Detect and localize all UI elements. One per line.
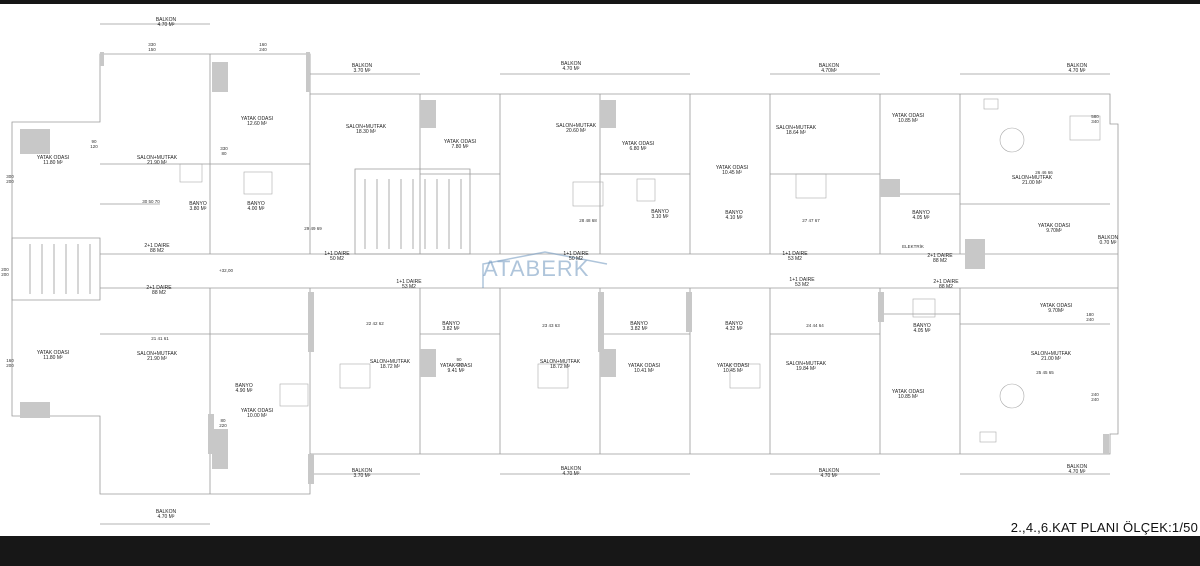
dimension-note: 80 220: [219, 418, 227, 428]
dimension-note: 200 200: [1, 267, 9, 277]
watermark-text: ATABERK: [483, 256, 590, 281]
dimension-note: 27 47 67: [802, 218, 820, 223]
dimension-note: 29 49 69: [304, 226, 322, 231]
dimension-note: 180 240: [1086, 312, 1094, 322]
dimension-note: 28 48 68: [579, 218, 597, 223]
plan-title: 2.,4.,6.KAT PLANI ÖLÇEK:1/50: [1010, 520, 1198, 535]
dimension-note: 160 240: [259, 42, 267, 52]
dimension-note: 23 43 63: [542, 323, 560, 328]
dimension-note: 24 44 64: [806, 323, 824, 328]
watermark-roof-icon: [482, 251, 608, 288]
dimension-note: 26 46 66: [1035, 170, 1053, 175]
building-outline: [11, 23, 1119, 525]
dimension-note: 90 120: [90, 139, 98, 149]
dimension-note: 90 220: [455, 357, 463, 367]
dimension-note: 21 41 61: [151, 336, 169, 341]
dimension-note: 160 200: [6, 358, 14, 368]
dimension-note: 300 200: [6, 174, 14, 184]
dimension-note: 22 42 62: [366, 321, 384, 326]
wall-hatches: [20, 52, 1109, 484]
dimension-note: 30 50 70: [142, 199, 160, 204]
dimension-note: 330 150: [148, 42, 156, 52]
dimension-note: ELEKTRİK: [902, 244, 924, 249]
top-bar: [0, 0, 1200, 4]
dimension-note: 580 340: [1091, 114, 1099, 124]
dimension-note: +32,00: [219, 268, 233, 273]
fixtures: [179, 98, 1101, 443]
bottom-bar: [0, 536, 1200, 566]
dimension-note: 330 80: [220, 146, 228, 156]
floor-plan-drawing: [11, 23, 1119, 525]
dimension-note: 240 240: [1091, 392, 1099, 402]
dimension-note: 25 45 65: [1036, 370, 1054, 375]
